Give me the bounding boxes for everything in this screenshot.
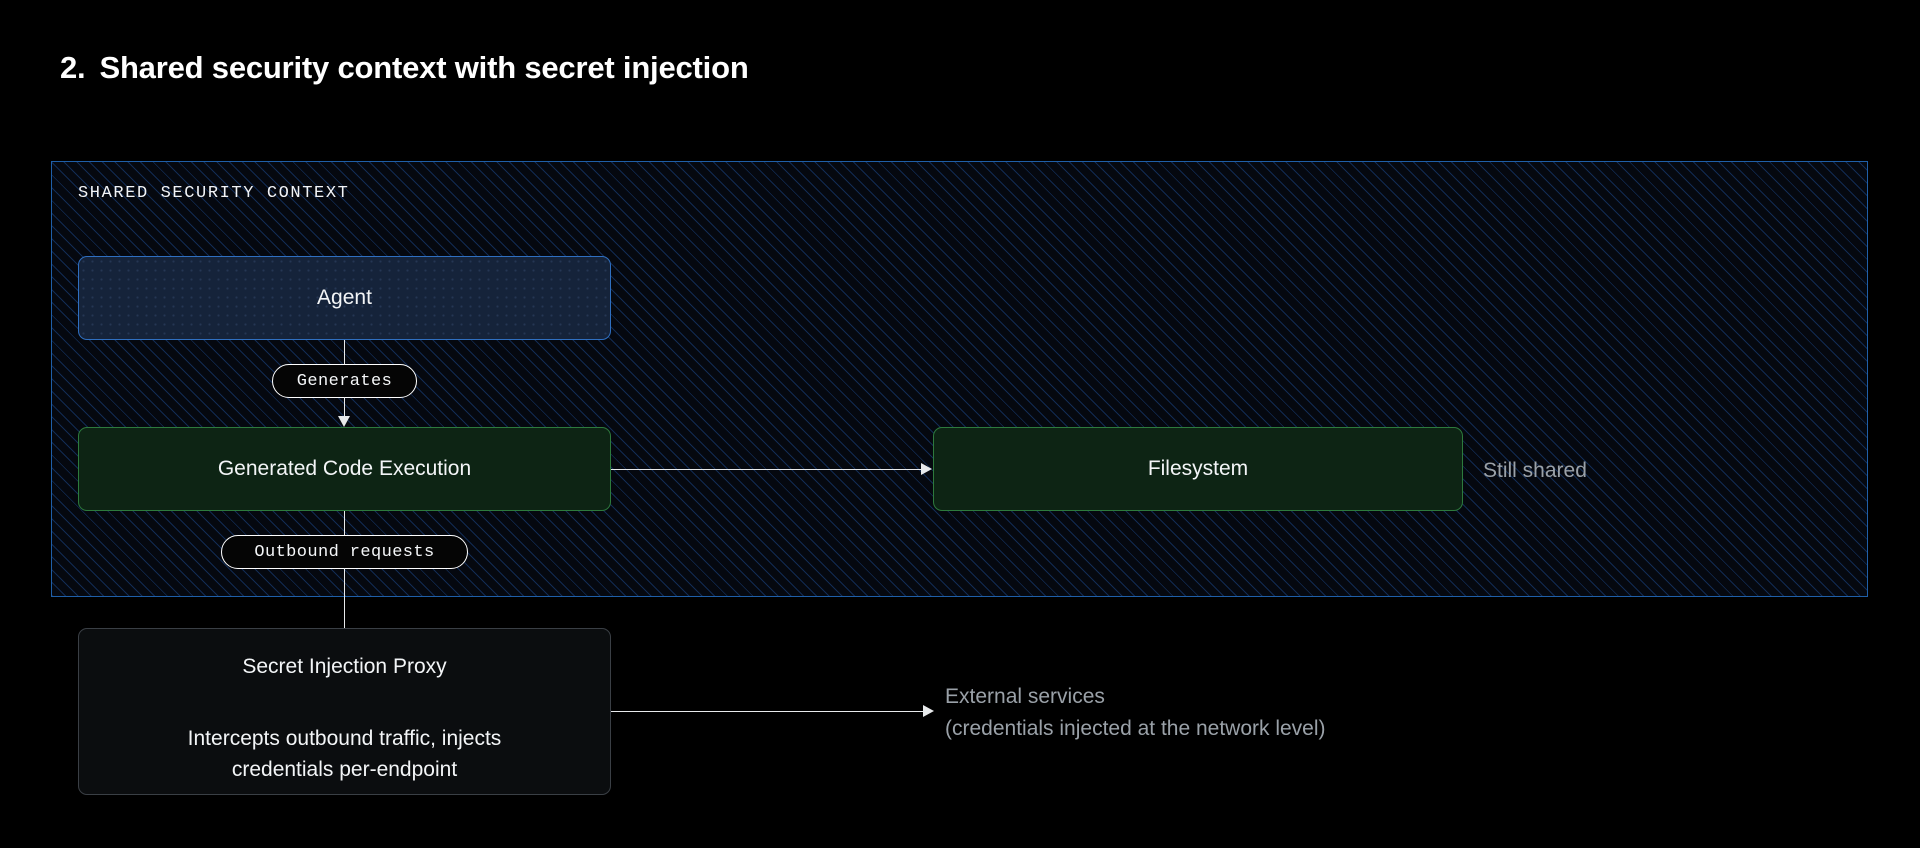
annotation-external-services-line2: (credentials injected at the network lev…: [945, 716, 1326, 740]
node-generated-code-execution[interactable]: Generated Code Execution: [78, 427, 611, 511]
node-filesystem[interactable]: Filesystem: [933, 427, 1463, 511]
annotation-external-services: External services (credentials injected …: [945, 681, 1326, 744]
shared-security-context-label: SHARED SECURITY CONTEXT: [78, 184, 350, 203]
edge-label-outbound-requests: Outbound requests: [221, 535, 468, 569]
node-filesystem-label: Filesystem: [1147, 457, 1249, 481]
connector-agent-to-generates: [343, 340, 345, 366]
annotation-still-shared: Still shared: [1483, 459, 1587, 482]
annotation-external-services-line1: External services: [945, 685, 1105, 708]
node-secret-injection-proxy[interactable]: Secret Injection Proxy Intercepts outbou…: [78, 628, 611, 795]
node-generated-code-execution-label: Generated Code Execution: [217, 457, 472, 481]
connector-outbound-to-proxy: [343, 568, 345, 628]
connector-code-execution-to-outbound: [343, 511, 345, 537]
arrowhead-right-icon: [921, 462, 932, 475]
page-title: 2. Shared security context with secret i…: [60, 50, 749, 86]
node-secret-injection-proxy-title: Secret Injection Proxy: [242, 655, 447, 678]
node-agent[interactable]: Agent: [78, 256, 611, 340]
edge-label-generates-text: Generates: [296, 371, 393, 391]
node-agent-label: Agent: [317, 286, 372, 310]
edge-label-generates: Generates: [272, 364, 417, 398]
connector-generates-to-code-execution: [343, 397, 345, 419]
shared-security-context-container: SHARED SECURITY CONTEXT: [51, 161, 1868, 597]
connector-proxy-to-external-services: [611, 710, 923, 712]
connector-code-execution-to-filesystem: [611, 468, 921, 470]
edge-label-outbound-requests-text: Outbound requests: [254, 542, 435, 562]
arrowhead-down-icon: [337, 416, 350, 427]
node-secret-injection-proxy-description: Intercepts outbound traffic, injects cre…: [187, 726, 502, 782]
page-title-number: 2.: [60, 50, 86, 85]
arrowhead-right-icon: [923, 704, 934, 717]
page-title-text: Shared security context with secret inje…: [99, 50, 749, 85]
